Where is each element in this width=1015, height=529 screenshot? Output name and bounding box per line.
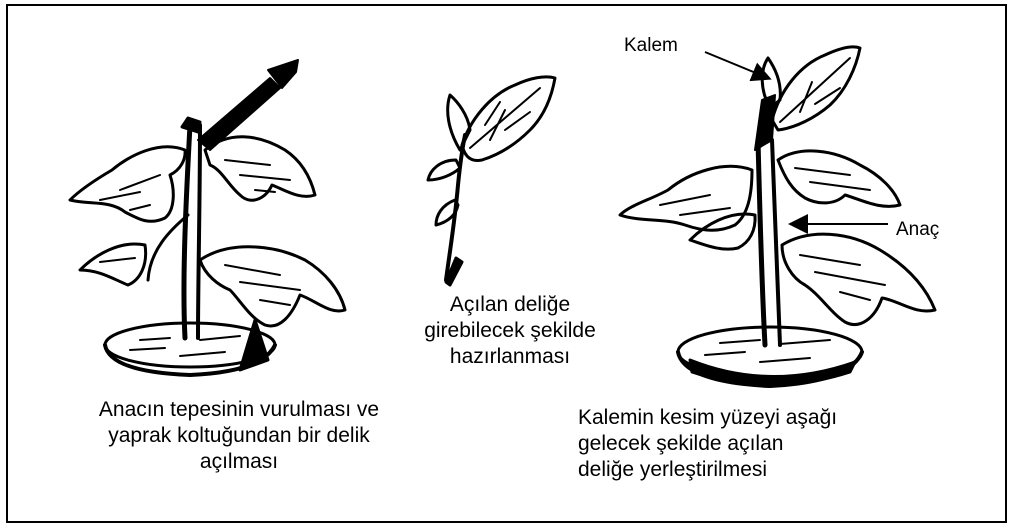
rootstock-plant-step1: [70, 60, 345, 375]
caption-step2-line: girebilecek şekilde: [380, 318, 640, 344]
caption-step3-line: deliğe yerleştirilmesi: [578, 457, 938, 483]
caption-step1: Anacın tepesinin vurulması ve yaprak kol…: [24, 397, 454, 475]
scion-arrow: [705, 52, 768, 78]
caption-step3: Kalemin kesim yüzeyi aşağı gelecek şekil…: [578, 405, 938, 483]
scion-label: Kalem: [624, 35, 678, 57]
caption-step2-line: hazırlanması: [380, 344, 640, 370]
caption-step1-line: yaprak koltuğundan bir delik: [24, 423, 454, 449]
scion-step2: [428, 77, 555, 285]
grafted-plant-step3: [620, 47, 935, 386]
soil-pot-step1: [105, 320, 275, 375]
caption-step1-line: Anacın tepesinin vurulması ve: [24, 397, 454, 423]
caption-step2-line: Açılan deliğe: [380, 292, 640, 318]
caption-step3-line: gelecek şekilde açılan: [578, 431, 938, 457]
soil-pot-step3: [678, 327, 862, 386]
caption-step1-line: açılması: [24, 449, 454, 475]
rootstock-label: Anaç: [896, 219, 939, 241]
caption-step3-line: Kalemin kesim yüzeyi aşağı: [578, 405, 938, 431]
caption-step2: Açılan deliğe girebilecek şekilde hazırl…: [380, 292, 640, 370]
